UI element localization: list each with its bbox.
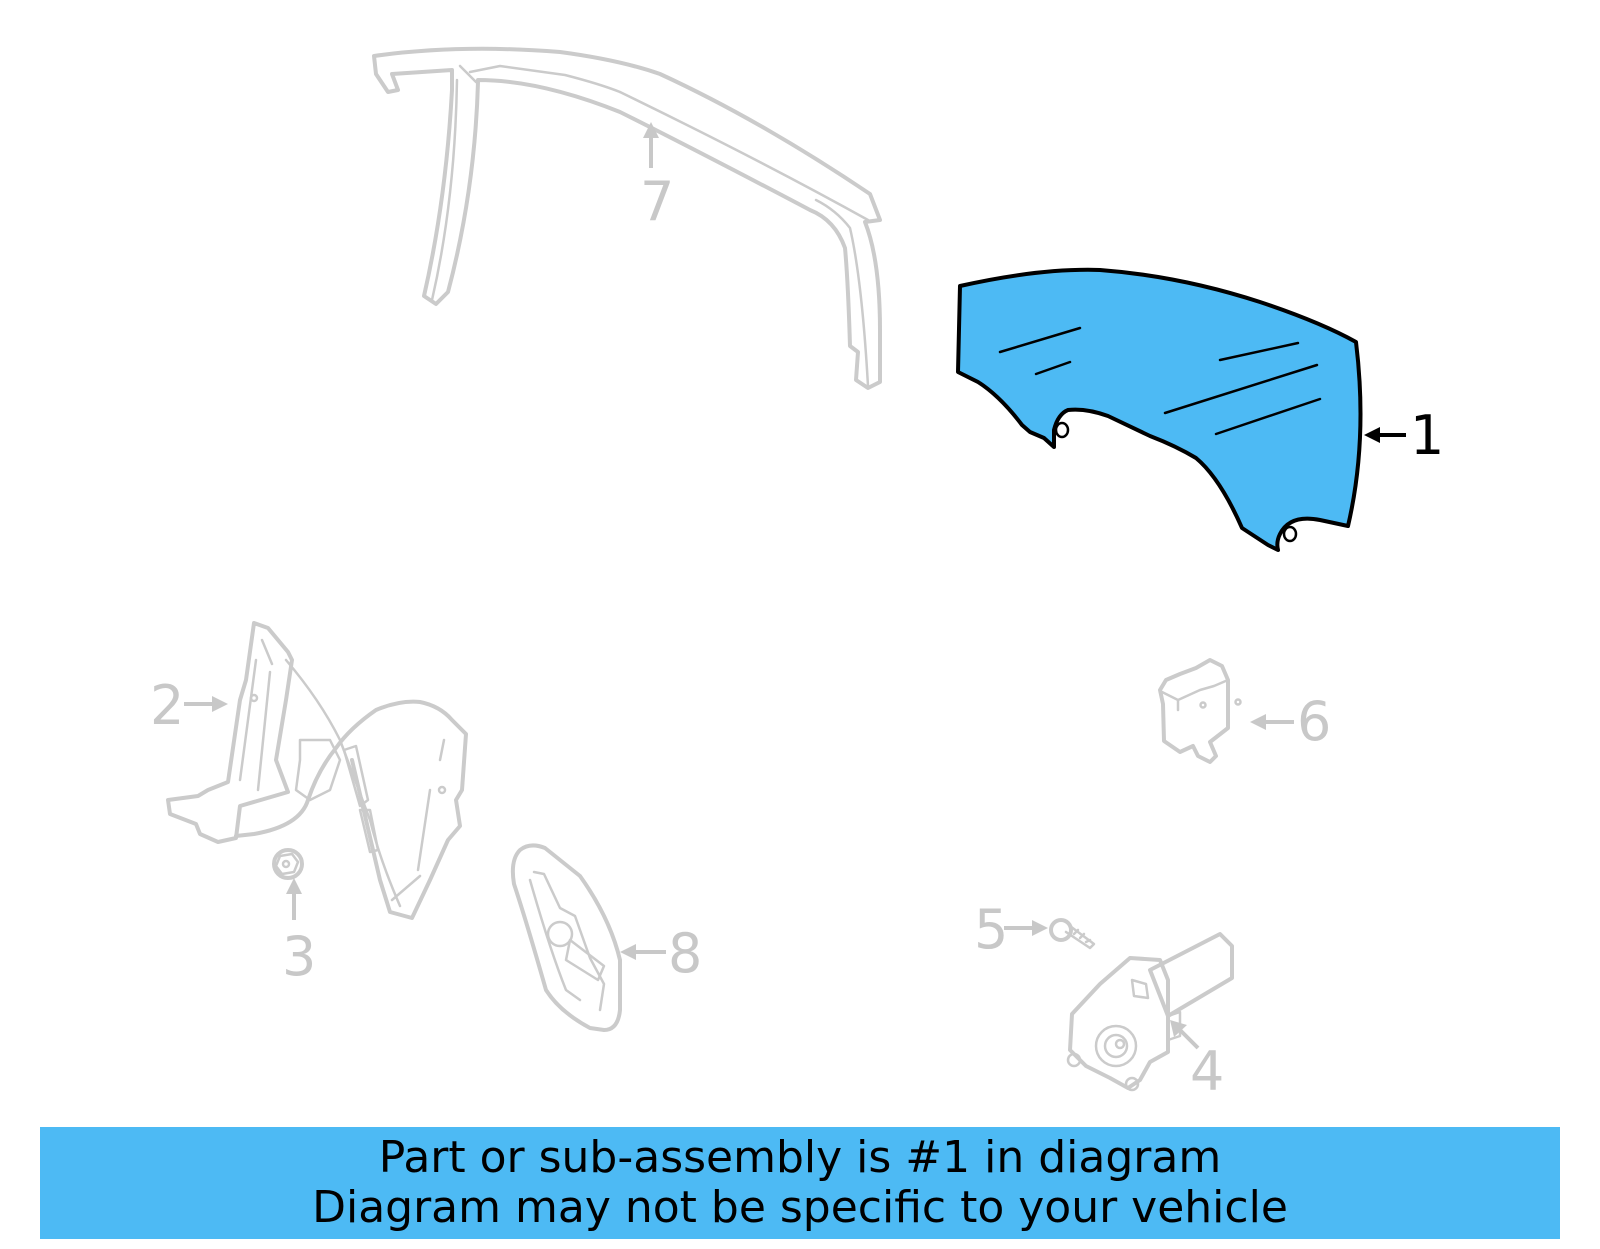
part-1-door-glass[interactable]: [956, 267, 1363, 552]
part-5-screw[interactable]: [1049, 918, 1096, 950]
callout-8: 8: [620, 922, 702, 985]
part-2-window-regulator[interactable]: [166, 621, 468, 920]
svg-text:3: 3: [282, 925, 316, 988]
mount-hole: [1054, 421, 1070, 439]
svg-text:8: 8: [668, 922, 702, 985]
svg-text:2: 2: [150, 674, 184, 737]
svg-text:1: 1: [1410, 404, 1444, 467]
banner-line-part-number: Part or sub-assembly is #1 in diagram: [378, 1132, 1222, 1183]
callout-2: 2: [150, 674, 228, 737]
svg-text:5: 5: [974, 898, 1008, 961]
mount-hole: [1282, 525, 1298, 543]
svg-text:6: 6: [1297, 690, 1331, 753]
callout-6: 6: [1250, 690, 1331, 753]
disclaimer-banner: Part or sub-assembly is #1 in diagram Di…: [40, 1127, 1560, 1239]
callout-1: 1: [1364, 404, 1444, 467]
svg-text:4: 4: [1190, 1040, 1224, 1103]
callout-4: 4: [1170, 1020, 1224, 1103]
callout-3: 3: [282, 878, 316, 988]
callout-7: 7: [640, 122, 674, 233]
part-7-window-channel[interactable]: [372, 46, 882, 390]
svg-text:7: 7: [640, 170, 674, 233]
part-3-nut[interactable]: [272, 848, 304, 880]
part-8-regulator-plate[interactable]: [510, 843, 622, 1032]
callout-5: 5: [974, 898, 1048, 961]
banner-line-disclaimer: Diagram may not be specific to your vehi…: [312, 1182, 1288, 1233]
part-6-bracket-module[interactable]: [1158, 658, 1242, 764]
